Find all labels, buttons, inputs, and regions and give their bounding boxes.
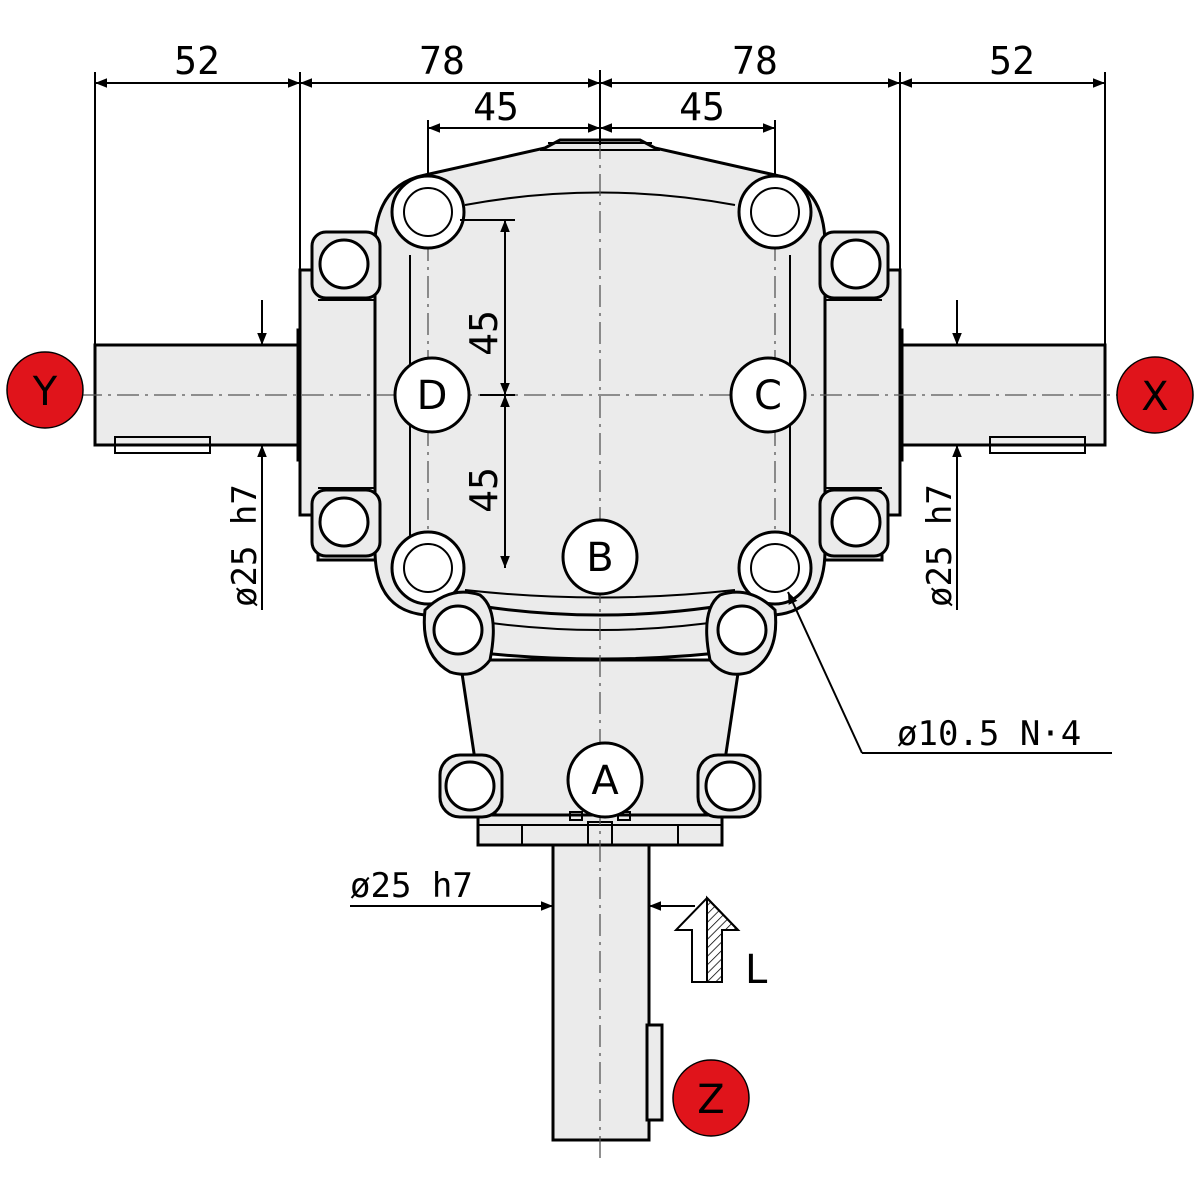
svg-text:78: 78 xyxy=(732,39,778,83)
rotation-direction-arrow: L xyxy=(673,895,768,993)
hex-bolt xyxy=(310,488,382,558)
face-label-d: D xyxy=(393,356,471,434)
svg-text:45: 45 xyxy=(462,467,506,513)
hex-bolt xyxy=(818,230,890,300)
hex-bolt xyxy=(818,488,890,558)
shaft-diameter-left: ø25 h7 xyxy=(225,300,267,610)
face-label-b: B xyxy=(561,518,639,596)
dimension-52-right: 52 xyxy=(900,39,1105,88)
hole-callout: ø10.5 N·4 xyxy=(787,591,1112,754)
svg-text:L: L xyxy=(745,947,768,993)
svg-text:X: X xyxy=(1141,374,1168,420)
face-label-a: A xyxy=(566,741,644,819)
hex-bolt xyxy=(310,230,382,300)
dimension-45-vertical-upper: 45 xyxy=(462,220,510,395)
svg-text:78: 78 xyxy=(419,39,465,83)
svg-text:ø25 h7: ø25 h7 xyxy=(920,484,960,607)
svg-text:52: 52 xyxy=(174,39,220,83)
mounting-holes xyxy=(390,174,813,606)
shaft-z xyxy=(551,840,664,1142)
shaft-diameter-bottom: ø25 h7 xyxy=(350,866,695,911)
svg-text:C: C xyxy=(754,373,782,419)
svg-text:ø10.5 N·4: ø10.5 N·4 xyxy=(897,714,1081,754)
svg-text:B: B xyxy=(586,535,613,581)
face-label-c: C xyxy=(729,356,807,434)
svg-text:A: A xyxy=(591,758,619,804)
svg-text:52: 52 xyxy=(989,39,1035,83)
svg-text:45: 45 xyxy=(462,310,506,356)
hex-bolts xyxy=(310,230,890,819)
hex-bolt xyxy=(696,753,762,819)
hex-bolt xyxy=(705,590,778,676)
shaft-marker-z: Z xyxy=(672,1059,750,1137)
svg-text:ø25 h7: ø25 h7 xyxy=(225,484,265,607)
mounting-hole xyxy=(390,530,466,606)
mounting-hole xyxy=(737,174,813,250)
svg-text:Y: Y xyxy=(32,369,58,415)
mounting-hole xyxy=(390,174,466,250)
shaft-diameter-right: ø25 h7 xyxy=(920,300,962,610)
hex-bolt xyxy=(422,590,495,676)
svg-text:45: 45 xyxy=(679,85,725,129)
dimension-52-left: 52 xyxy=(95,39,300,88)
dimension-45-vertical-lower: 45 xyxy=(462,395,510,568)
hex-bolt xyxy=(438,753,504,819)
svg-text:ø25 h7: ø25 h7 xyxy=(350,866,473,906)
svg-text:45: 45 xyxy=(473,85,519,129)
svg-text:D: D xyxy=(417,373,448,419)
center-lines xyxy=(80,100,1120,1160)
svg-text:Z: Z xyxy=(697,1077,724,1123)
mounting-hole xyxy=(737,530,813,606)
shaft-marker-y: Y xyxy=(6,351,84,429)
shaft-marker-x: X xyxy=(1116,356,1194,434)
dimension-45-left: 45 xyxy=(428,85,600,133)
dimension-78-left: 78 xyxy=(300,39,600,88)
dimension-45-right: 45 xyxy=(600,85,775,133)
dimension-78-right: 78 xyxy=(600,39,900,88)
